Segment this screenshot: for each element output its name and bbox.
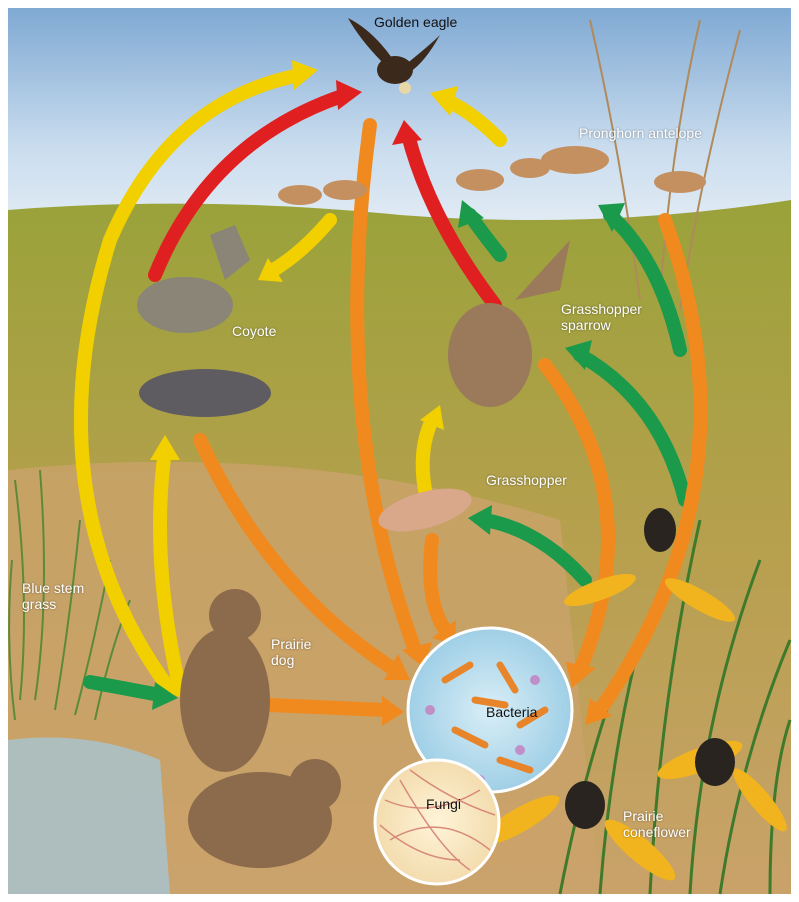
label-pronghorn-antelope: Pronghorn antelope <box>579 125 702 141</box>
label-prairie-dog: Prairie dog <box>271 636 311 668</box>
label-coyote: Coyote <box>232 323 276 339</box>
arrow-prairiedog-to-decomposers <box>270 705 385 710</box>
label-prairie-dog-line1: Prairie <box>271 636 311 652</box>
label-blue-stem-grass-line2: grass <box>22 596 84 612</box>
label-fungi: Fungi <box>426 796 461 812</box>
pond <box>8 738 170 895</box>
label-prairie-coneflower: Prairie coneflower <box>623 808 691 840</box>
label-grasshopper: Grasshopper <box>486 472 567 488</box>
label-grasshopper-sparrow: Grasshopper sparrow <box>561 301 642 333</box>
label-bacteria: Bacteria <box>486 704 537 720</box>
label-grasshopper-sparrow-line2: sparrow <box>561 317 642 333</box>
label-grasshopper-sparrow-line1: Grasshopper <box>561 301 642 317</box>
fungi-circle <box>375 760 499 884</box>
label-blue-stem-grass-line1: Blue stem <box>22 580 84 596</box>
label-golden-eagle: Golden eagle <box>374 14 457 30</box>
label-prairie-coneflower-line1: Prairie <box>623 808 691 824</box>
label-blue-stem-grass: Blue stem grass <box>22 580 84 612</box>
label-prairie-dog-line2: dog <box>271 652 311 668</box>
label-prairie-coneflower-line2: coneflower <box>623 824 691 840</box>
